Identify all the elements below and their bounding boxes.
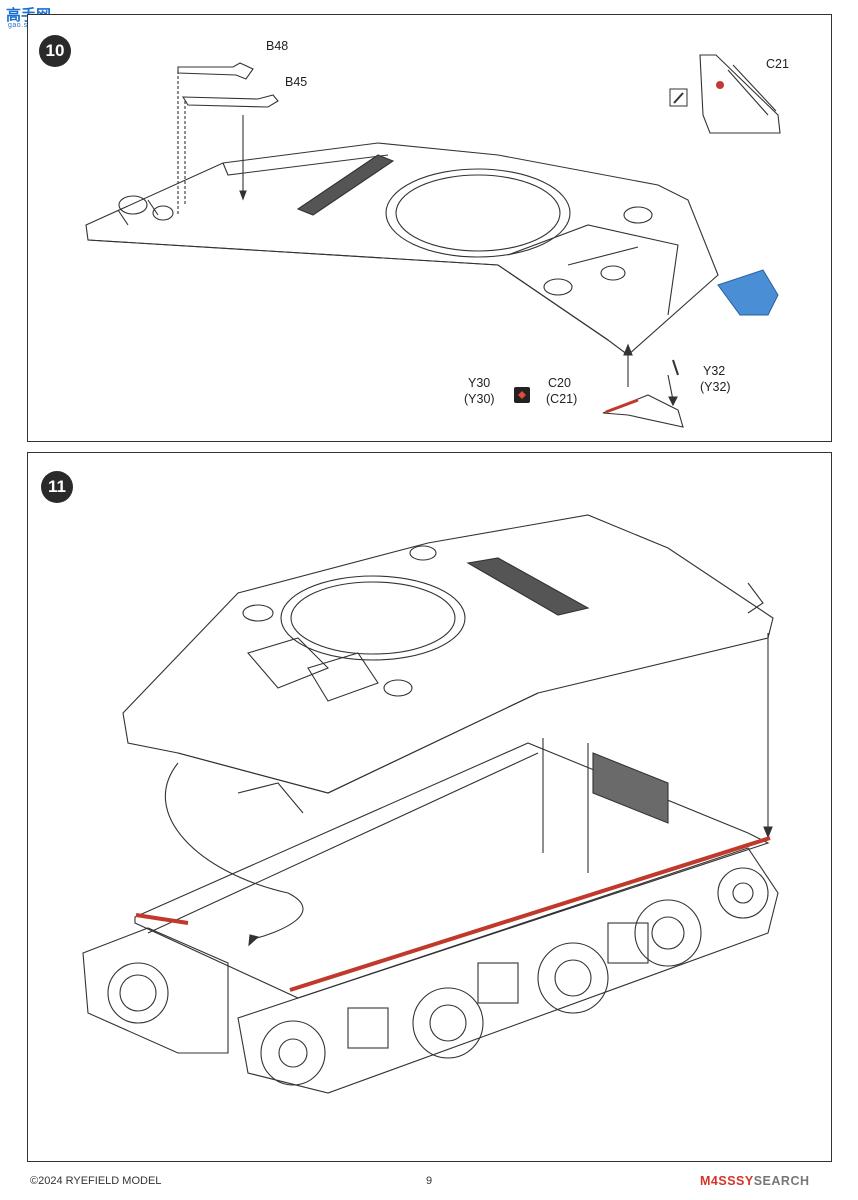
track-left xyxy=(82,927,229,1054)
step-11-drawing xyxy=(82,514,779,1094)
label-y32-mirror: (Y32) xyxy=(700,380,731,394)
track-right xyxy=(237,847,779,1094)
page-number: 9 xyxy=(426,1175,433,1187)
highlighted-part-blue xyxy=(717,269,779,316)
drive-sprocket xyxy=(260,1020,326,1086)
part-y32 xyxy=(672,359,679,376)
step-10-panel: 10 xyxy=(27,14,832,442)
rear-mesh xyxy=(592,752,669,824)
lower-hull-outline xyxy=(134,742,770,999)
turret-ring xyxy=(385,168,571,258)
brand-grey: SEARCH xyxy=(753,1174,810,1188)
part-c21 xyxy=(699,54,781,134)
road-wheel xyxy=(634,899,702,967)
step-number-badge: 10 xyxy=(39,35,71,67)
part-b45 xyxy=(181,94,279,108)
label-y30-mirror: (Y30) xyxy=(464,392,495,406)
label-c21: C21 xyxy=(766,57,789,71)
idler-wheel xyxy=(717,867,769,919)
brand-watermark: M4SSSYSEARCH xyxy=(700,1174,810,1188)
brand-red: M4SSSY xyxy=(700,1174,754,1188)
step-number-badge: 11 xyxy=(41,471,73,503)
engine-grille xyxy=(296,154,395,216)
road-wheel xyxy=(412,987,484,1059)
hull-upper-outline xyxy=(85,142,719,356)
step-11-panel: 11 xyxy=(27,452,832,1162)
glue-line-red xyxy=(135,836,771,992)
label-c20-mirror: (C21) xyxy=(546,392,578,406)
turret-ring xyxy=(280,575,466,661)
label-b48: B48 xyxy=(266,39,289,53)
part-c20 xyxy=(602,394,684,428)
road-wheel xyxy=(537,942,609,1014)
copyright-text: ©2024 RYEFIELD MODEL xyxy=(30,1175,162,1187)
label-y30: Y30 xyxy=(468,376,491,390)
flip-both-sides-icon xyxy=(514,387,530,403)
step-10-drawing xyxy=(85,54,781,428)
upper-hull-outline xyxy=(122,514,774,794)
label-y32: Y32 xyxy=(703,364,726,378)
part-b48 xyxy=(177,62,254,80)
label-c20: C20 xyxy=(548,376,571,390)
paint-brush-icon xyxy=(669,88,688,107)
engine-grille xyxy=(466,557,590,616)
label-b45: B45 xyxy=(285,75,308,89)
